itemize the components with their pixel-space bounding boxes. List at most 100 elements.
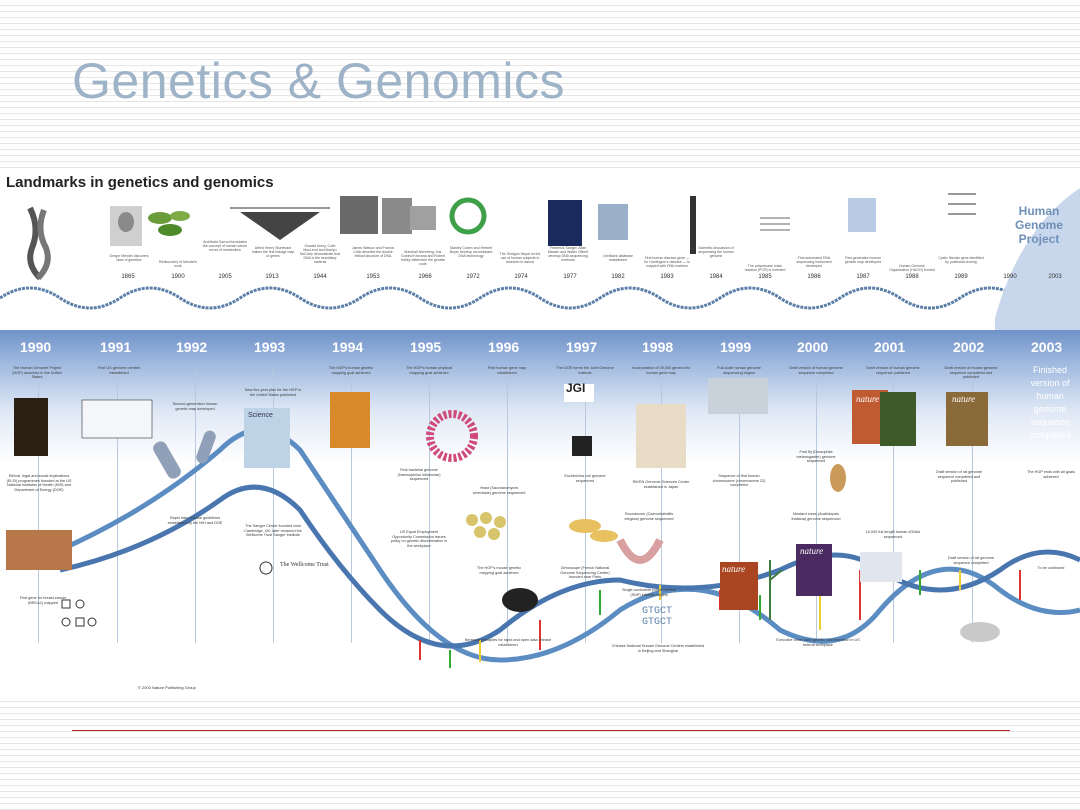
event-bermuda: Bermuda principles for rapid and open da… xyxy=(464,638,552,647)
top-event-14: The polymerase chain reaction (PCR) is i… xyxy=(744,264,786,272)
year-1995: 1995 xyxy=(410,339,442,355)
genetics-cover-1994 xyxy=(330,392,370,448)
poster-illustrations-top xyxy=(0,188,1080,330)
top-year-3: 1905 xyxy=(218,274,232,280)
top-year-4: 1913 xyxy=(265,274,279,280)
top-year-1: 1865 xyxy=(121,274,135,280)
event-chr22: Sequence of first human chromosome (chro… xyxy=(712,474,766,488)
year-2002: 2002 xyxy=(953,339,985,355)
event-1999: Full-scale human genome sequencing begin… xyxy=(717,366,761,375)
top-event-4: Alfred Henry Sturtevant makes the first … xyxy=(251,246,295,258)
top-year-9: 1974 xyxy=(514,274,528,280)
event-bacterial-genome: First bacterial genome (Haemophilus infl… xyxy=(397,468,441,482)
year-1996: 1996 xyxy=(488,339,520,355)
yeast-cells-icon xyxy=(466,512,506,540)
science-cover-1993 xyxy=(244,408,290,468)
pedigree-chart-icon xyxy=(61,599,97,627)
top-event-11: GenBank database established xyxy=(603,254,633,262)
report-cover xyxy=(848,198,876,232)
ecoli-icon xyxy=(569,519,618,542)
genomics-timeline-poster: Landmarks in genetics and genomics xyxy=(0,168,1080,698)
pcr-diagram-icon xyxy=(760,217,790,231)
event-brca1: First gene for breast cancer (BRCA1) map… xyxy=(19,596,67,605)
event-eeoc: US Equal Employment Opportunity Commissi… xyxy=(390,530,448,548)
top-event-13: Scientific discussion of sequencing the … xyxy=(698,246,734,258)
arabidopsis-plant-icon xyxy=(769,560,783,620)
nature-label-b: nature xyxy=(952,394,976,404)
event-1991: First US genome centres established xyxy=(98,366,140,375)
top-event-5: Oswald Avery, Colin MacLeod and Maclyn M… xyxy=(299,244,341,264)
chromosome-bar-icon xyxy=(690,196,696,254)
chromosome-icon-1992 xyxy=(153,430,216,479)
event-riken: RIKEN Genomic Sciences Center establishe… xyxy=(632,480,690,489)
nature-cover-2002 xyxy=(946,392,988,446)
event-1994: The HGP's human genetic mapping goal ach… xyxy=(328,366,374,375)
top-event-9: The Shotgun Nepal on the use of human su… xyxy=(499,252,541,264)
top-event-17: Human Genome Organization (HUGO) formed xyxy=(889,264,935,272)
poster-illustrations-band xyxy=(6,378,1080,668)
event-1992: Second-generation human genetic map deve… xyxy=(172,402,218,411)
top-year-11: 1982 xyxy=(611,274,625,280)
event-sanger: The Sanger Centre founded near Cambridge… xyxy=(244,524,302,538)
top-event-3: Archibald Garrod formulates the concept … xyxy=(202,240,248,252)
year-1994: 1994 xyxy=(332,339,364,355)
top-event-2: Rediscovery of Mendel's work xyxy=(158,260,198,268)
event-1998: Incorporation of 30,000 genes into human… xyxy=(632,366,690,375)
mouse-icon xyxy=(502,588,538,612)
poster-photo-1990 xyxy=(14,398,48,456)
year-1990: 1990 xyxy=(20,339,52,355)
top-year-20: 2003 xyxy=(1048,274,1062,280)
top-event-7: Marshall Nirenberg, Har Gobind Khorana a… xyxy=(400,250,446,266)
hgp-final-text: Finished version of human genome sequenc… xyxy=(1029,365,1071,440)
top-year-8: 1972 xyxy=(466,274,480,280)
dna-helix-strand-b xyxy=(59,484,1080,649)
event-hgp-end: The HGP ends with all goals achieved xyxy=(1027,470,1075,479)
nature-label-c: nature xyxy=(800,546,824,556)
science-label: Science xyxy=(248,412,273,419)
top-year-10: 1977 xyxy=(563,274,577,280)
fruit-fly-icon xyxy=(830,464,846,492)
top-year-14: 1985 xyxy=(758,274,772,280)
event-china-centers: Chinese National Human Genome Centers es… xyxy=(611,644,705,653)
top-year-17: 1988 xyxy=(905,274,919,280)
top-event-8: Stanley Cohen and Herbert Boyer develop … xyxy=(449,246,493,258)
nature-label-a: nature xyxy=(856,394,880,404)
event-1997: The DOE forms the Joint Genome Institute xyxy=(556,366,614,375)
top-year-19: 1990 xyxy=(1003,274,1017,280)
pea-pod-icon xyxy=(148,211,190,236)
top-event-16: First-generation human genetic map devel… xyxy=(844,256,882,264)
cdna-image xyxy=(860,552,902,582)
event-rat-completed: Draft version of rat genome sequence com… xyxy=(947,556,994,565)
event-1995: The HGP's human physical mapping goal ac… xyxy=(406,366,452,375)
slide-title: Genetics & Genomics xyxy=(72,53,566,109)
top-event-12: First human disease gene — for Huntingto… xyxy=(644,256,690,268)
jgi-logo xyxy=(564,384,594,402)
year-1997: 1997 xyxy=(566,339,598,355)
top-event-1: Gregor Mendel discovers laws of genetics xyxy=(109,254,149,262)
rat-icon xyxy=(960,622,1000,642)
year-2000: 2000 xyxy=(797,339,829,355)
riken-emblem xyxy=(572,436,592,456)
poster-image-1998 xyxy=(636,404,686,468)
year-1993: 1993 xyxy=(254,339,286,355)
top-year-2: 1900 xyxy=(171,274,185,280)
event-2001: Draft version of human genome sequence p… xyxy=(866,366,920,375)
haemophilus-genome-ring xyxy=(426,410,478,462)
event-rat-draft: Draft version of rat genome sequence com… xyxy=(935,470,982,484)
top-event-15: First automated DNA sequencing instrumen… xyxy=(796,256,832,268)
top-year-7: 1966 xyxy=(418,274,432,280)
year-1999: 1999 xyxy=(720,339,752,355)
positional-cloning-diagram xyxy=(948,193,976,215)
nature-label-d: nature xyxy=(722,564,746,574)
scientist-photo xyxy=(340,196,378,234)
poster-title: Landmarks in genetics and genomics xyxy=(6,174,274,191)
top-event-10: Frederick Sanger, Allan Maxam and Walter… xyxy=(547,246,589,262)
nature-cover-2000a xyxy=(720,562,758,610)
footer-rule xyxy=(72,730,1010,731)
children-photo xyxy=(6,530,72,570)
event-snp: Single-nucleotide polymorphism (SNP) ini… xyxy=(622,588,676,597)
top-year-16: 1987 xyxy=(856,274,870,280)
event-fruit-fly: Fruit fly (Drosophila melanogaster) geno… xyxy=(796,450,836,464)
event-genoscope: Genoscope (French National Genome Sequen… xyxy=(560,566,610,580)
